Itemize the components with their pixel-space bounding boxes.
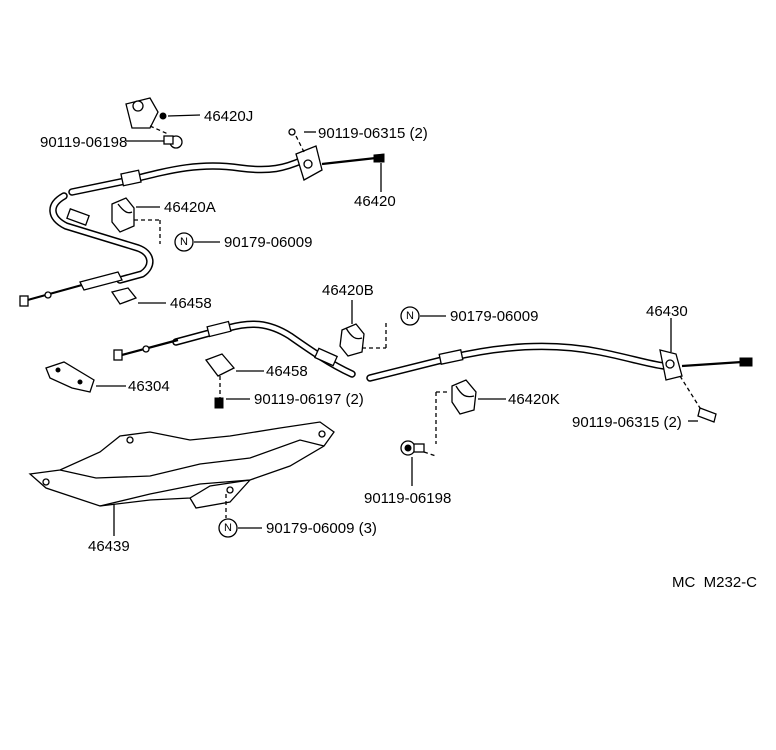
- cover-46439: [28, 421, 335, 518]
- clamp-46420B: [339, 320, 387, 357]
- n-mark-a: N: [174, 232, 194, 252]
- bracket-46458-b: [204, 353, 236, 409]
- svg-text:N: N: [406, 310, 414, 322]
- part-46304: [45, 361, 95, 393]
- label-46420J: 46420J: [204, 108, 253, 125]
- label-90119-06315-right: 90119-06315 (2): [572, 414, 682, 431]
- label-46458-a: 46458: [170, 295, 212, 312]
- label-90179-06009-a: 90179-06009: [224, 234, 312, 251]
- label-90179-06009-c: 90179-06009 (3): [266, 520, 377, 537]
- cable-46430: [366, 342, 753, 423]
- bracket-46458-a: [110, 287, 138, 305]
- label-46304: 46304: [128, 378, 170, 395]
- cable-end-46420: [288, 128, 385, 181]
- corner-code: MC M232-C: [672, 574, 757, 591]
- label-90119-06315-top: 90119-06315 (2): [318, 125, 428, 142]
- label-46430: 46430: [646, 303, 688, 320]
- svg-text:N: N: [180, 236, 188, 248]
- label-90119-06198-bottom: 90119-06198: [364, 490, 451, 507]
- bracket-46420J: [125, 97, 167, 129]
- clamp-46420K: [435, 379, 477, 444]
- label-46420: 46420: [354, 193, 396, 210]
- label-46439: 46439: [88, 538, 130, 555]
- label-46420A: 46420A: [164, 199, 216, 216]
- label-46458-b: 46458: [266, 363, 308, 380]
- cable-46420J: [19, 156, 307, 307]
- cable-middle: [113, 320, 356, 378]
- leader-46420J: [167, 114, 201, 117]
- label-46420B: 46420B: [322, 282, 374, 299]
- label-46420K: 46420K: [508, 391, 560, 408]
- label-90179-06009-b: 90179-06009: [450, 308, 538, 325]
- n-mark-c: N: [218, 518, 238, 538]
- bolt-90119-06198-bottom: [400, 440, 437, 457]
- bolt-90119-06198-top: [149, 125, 183, 149]
- clamp-46420A: [111, 197, 161, 244]
- n-mark-b: N: [400, 306, 420, 326]
- label-90119-06198-top: 90119-06198: [40, 134, 127, 151]
- label-90119-06197: 90119-06197 (2): [254, 391, 364, 408]
- svg-text:N: N: [224, 522, 232, 534]
